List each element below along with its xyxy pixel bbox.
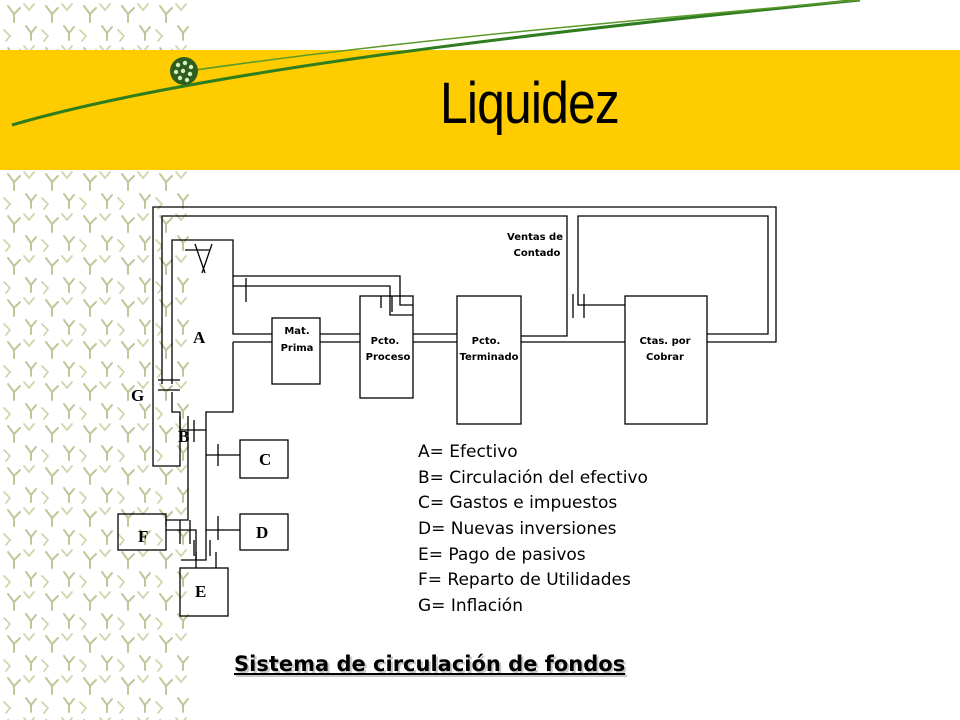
ctas-cobrar-label-line2: Cobrar	[646, 352, 684, 363]
diagram-caption: Sistema de circulación de fondos	[234, 652, 626, 676]
legend-item-a: A= Efectivo	[418, 442, 518, 462]
node-label-b: B	[178, 427, 189, 446]
ctas-cobrar-label-line1: Ctas. por	[639, 336, 690, 347]
mat-prima-label-line1: Mat.	[284, 326, 309, 337]
node-label-e: E	[195, 582, 206, 601]
node-label-c: C	[259, 450, 271, 469]
pcto-terminado-label-line1: Pcto.	[472, 336, 501, 347]
legend-item-d: D= Nuevas inversiones	[418, 519, 617, 539]
legend-item-e: E= Pago de pasivos	[418, 545, 586, 565]
dotted-ball-icon	[170, 57, 198, 85]
legend-item-f: F= Reparto de Utilidades	[418, 570, 631, 590]
node-label-a: A	[193, 328, 206, 347]
node-label-g: G	[131, 386, 144, 405]
ventas-contado-label-line2: Contado	[514, 248, 561, 259]
ventas-contado-label-line1: Ventas de	[507, 232, 563, 243]
pcto-terminado-label-line2: Terminado	[460, 352, 519, 363]
node-label-d: D	[256, 523, 268, 542]
title-banner	[0, 50, 960, 170]
legend-item-g: G= Inflación	[418, 596, 523, 616]
pcto-proceso-label-line1: Pcto.	[371, 336, 400, 347]
slide-title: Liquidez	[440, 71, 620, 136]
legend-item-c: C= Gastos e impuestos	[418, 493, 618, 513]
pcto-proceso-label-line2: Proceso	[366, 352, 411, 363]
title-decoration	[11, 0, 861, 127]
legend-item-b: B= Circulación del efectivo	[418, 468, 648, 488]
mat-prima-label-line2: Prima	[281, 343, 314, 354]
node-label-f: F	[138, 527, 148, 546]
